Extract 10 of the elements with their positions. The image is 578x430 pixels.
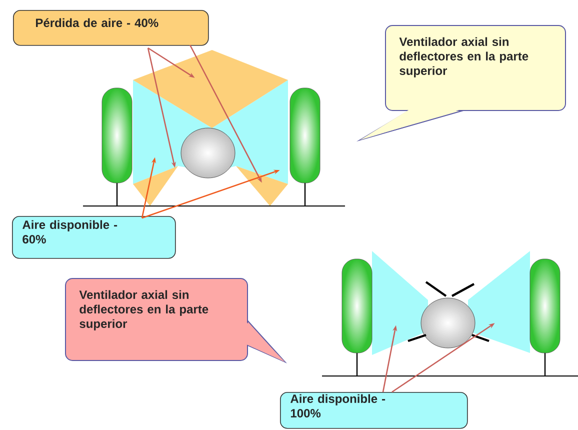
label-box: Pérdida de aire - 40% bbox=[13, 10, 209, 46]
label-box: Aire disponible - 60% bbox=[12, 216, 176, 259]
speech-bubble: Ventilador axial sin deflectores en la parte superior bbox=[65, 278, 287, 364]
airflow-area bbox=[133, 50, 288, 128]
speech-bubble: Ventilador axial sin deflectores en la parte superior bbox=[356, 25, 566, 142]
label-box: Aire disponible - 100% bbox=[280, 392, 468, 429]
airflow-area bbox=[372, 251, 428, 355]
airflow-area bbox=[236, 166, 288, 206]
airflow-area bbox=[133, 166, 178, 206]
airflow-area bbox=[468, 251, 530, 353]
